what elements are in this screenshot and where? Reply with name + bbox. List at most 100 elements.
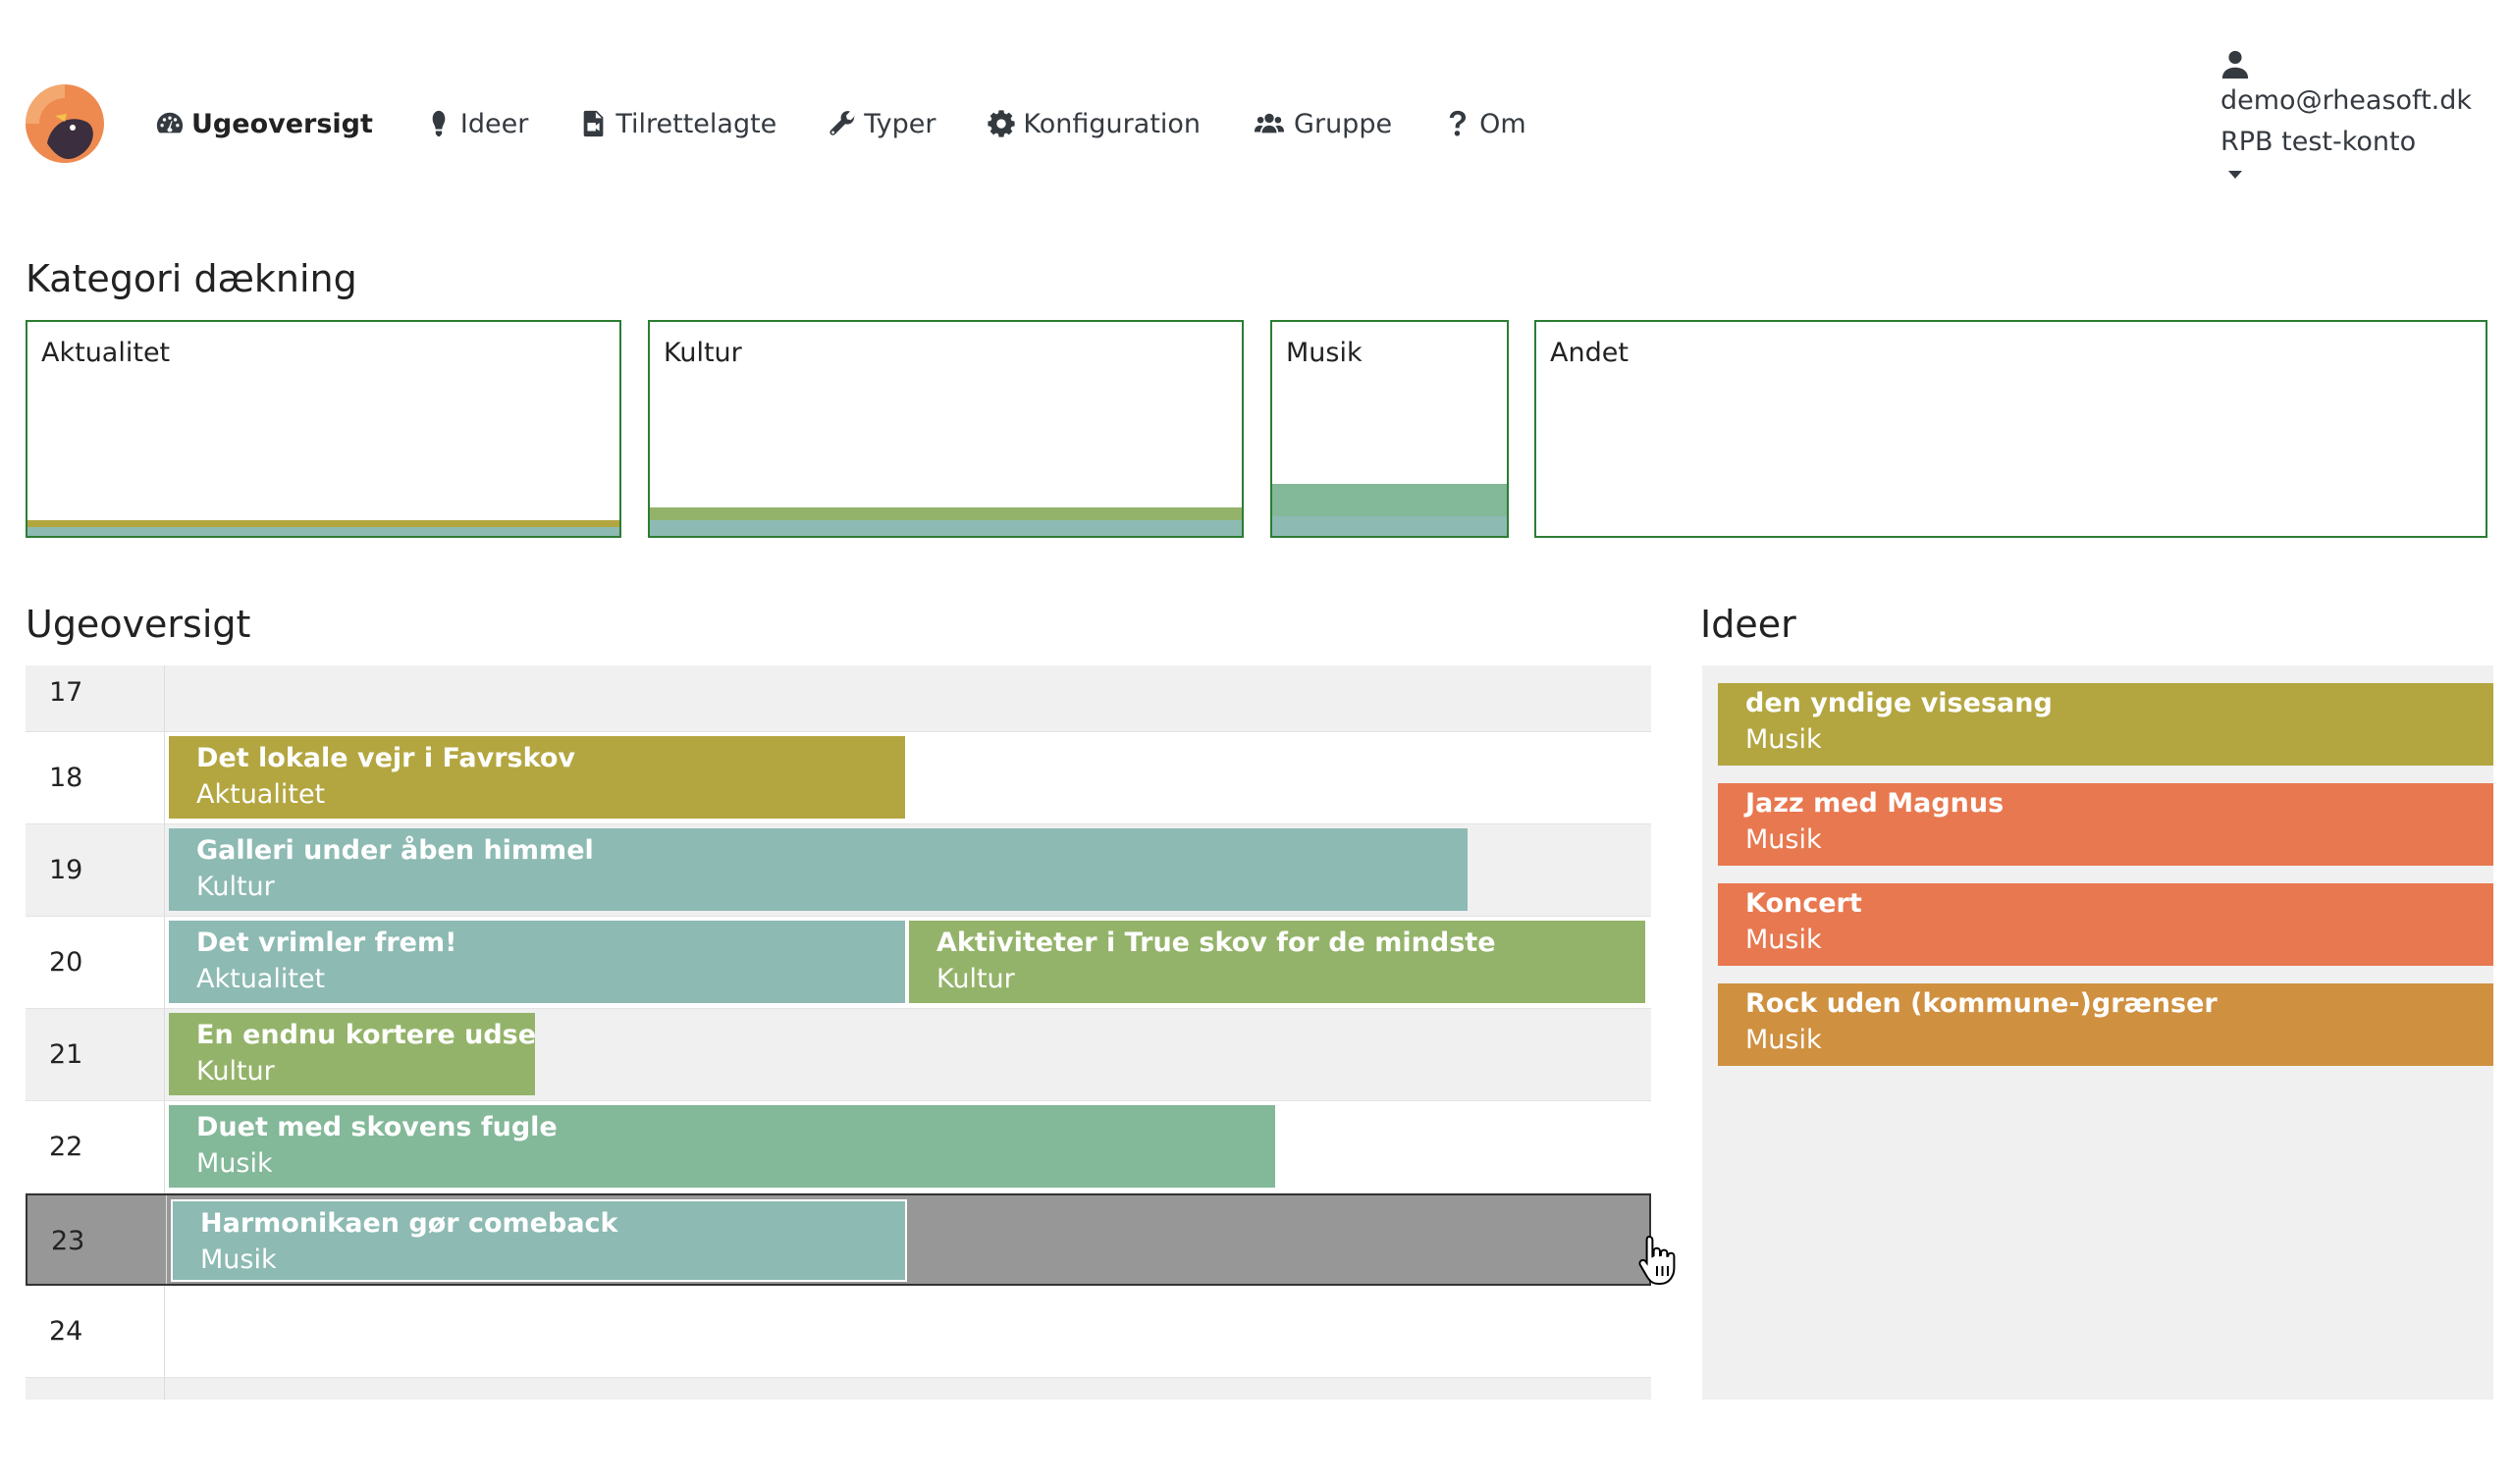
idea-title: Koncert	[1745, 888, 1862, 919]
week-number: 22	[26, 1101, 165, 1192]
coverage-label: Musik	[1286, 338, 1363, 368]
nav-item-tilrettelagte[interactable]: Tilrettelagte	[579, 109, 776, 139]
event-category: Musik	[200, 1245, 277, 1275]
gear-icon	[988, 110, 1016, 137]
nav-label: Ideer	[459, 108, 529, 139]
legend-broadcast-klar: broadcast-klar	[1614, 561, 1798, 591]
event-title: En endnu kortere udse...	[196, 1020, 535, 1050]
week-number: 25	[26, 1378, 165, 1400]
legend-booket: booket	[393, 561, 480, 591]
caret-down-icon[interactable]	[2226, 169, 2244, 181]
nav-label: Typer	[864, 108, 936, 139]
week-number: 20	[26, 917, 165, 1008]
nav-item-konfiguration[interactable]: Konfiguration	[987, 109, 1201, 139]
event-title: Harmonikaen gør comeback	[200, 1208, 618, 1239]
coverage-segment-broadcast-klar	[1272, 484, 1507, 516]
event-title: Galleri under åben himmel	[196, 835, 594, 866]
app-logo[interactable]	[26, 84, 104, 163]
nav-item-ideer[interactable]: Ideer	[424, 109, 528, 139]
event-card[interactable]: En endnu kortere udse... Kultur	[169, 1013, 535, 1095]
event-category: Kultur	[196, 1056, 275, 1086]
user-account: RPB test-konto	[2220, 127, 2417, 157]
user-icon	[2221, 50, 2249, 79]
legend-udsendt: udsendt	[2109, 561, 2213, 591]
question-icon	[1449, 110, 1467, 136]
idea-category: Musik	[1745, 1025, 1822, 1055]
nav-item-typer[interactable]: Typer	[828, 109, 936, 139]
event-title: Det vrimler frem!	[196, 928, 457, 958]
event-title: Aktiviteter i True skov for de mindste	[936, 928, 1496, 958]
event-category: Aktualitet	[196, 964, 326, 994]
user-menu[interactable]: demo@rheasoft.dk RPB test-konto	[2220, 49, 2472, 181]
week-row[interactable]: 17	[26, 665, 1651, 732]
week-title: Ugeoversigt	[26, 603, 251, 646]
event-category: Kultur	[196, 872, 275, 902]
event-card[interactable]: Det vrimler frem! Aktualitet	[169, 921, 905, 1003]
nav-label: Konfiguration	[1023, 108, 1202, 139]
week-number: 18	[26, 732, 165, 823]
dashboard-icon	[156, 112, 184, 133]
event-title: Det lokale vejr i Favrskov	[196, 743, 575, 773]
coverage-label: Aktualitet	[41, 338, 171, 368]
nav-label: Gruppe	[1294, 108, 1393, 139]
coverage-box-kultur: Kultur	[648, 320, 1244, 538]
legend-ide: idé	[38, 561, 78, 591]
idea-title: den yndige visesang	[1745, 688, 2053, 718]
week-number: 24	[26, 1286, 165, 1377]
coverage-segment-udsendt	[27, 527, 619, 536]
nav-label: Om	[1479, 108, 1526, 139]
nav-label: Ugeoversigt	[191, 108, 373, 139]
week-number: 23	[27, 1195, 167, 1284]
idea-category: Musik	[1745, 824, 1822, 855]
event-category: Musik	[196, 1148, 273, 1179]
week-row[interactable]: 21 En endnu kortere udse... Kultur	[26, 1009, 1651, 1101]
coverage-box-andet: Andet	[1534, 320, 2487, 538]
event-category: Aktualitet	[196, 779, 326, 810]
week-number: 21	[26, 1009, 165, 1100]
lightbulb-icon	[432, 110, 446, 137]
week-row[interactable]: 24	[26, 1286, 1651, 1378]
coverage-segment-udsendt	[1272, 516, 1507, 536]
idea-category: Musik	[1745, 724, 1822, 755]
hand-cursor-icon	[1638, 1235, 1676, 1285]
week-row[interactable]: 25	[26, 1378, 1651, 1400]
coverage-label: Kultur	[664, 338, 742, 368]
user-email: demo@rheasoft.dk	[2220, 85, 2473, 116]
event-category: Kultur	[936, 964, 1015, 994]
wrench-icon	[829, 111, 855, 135]
nav-item-ugeoversigt[interactable]: Ugeoversigt	[155, 109, 373, 139]
nav-item-om[interactable]: Om	[1443, 109, 1526, 139]
coverage-segment-udsendt	[650, 520, 1242, 536]
nav-label: Tilrettelagte	[615, 108, 777, 139]
legend-forklippet: forklippet	[1181, 561, 1304, 591]
coverage-segment-filmet	[27, 520, 619, 527]
legend-filmet: filmet	[794, 561, 869, 591]
coverage-box-musik: Musik	[1270, 320, 1509, 538]
week-row[interactable]: 20 Det vrimler frem! Aktualitet Aktiviteter…	[26, 917, 1651, 1009]
nav-item-gruppe[interactable]: Gruppe	[1252, 109, 1392, 139]
week-number: 17	[26, 665, 165, 731]
event-title: Duet med skovens fugle	[196, 1112, 558, 1142]
coverage-box-aktualitet: Aktualitet	[26, 320, 621, 538]
main-nav: Ugeoversigt Ideer Tilrettelagte Typer Ko…	[155, 104, 1577, 143]
users-icon	[1255, 113, 1285, 133]
file-video-icon	[584, 110, 604, 137]
coverage-segment-forklippet	[650, 507, 1242, 520]
idea-title: Rock uden (kommune-)grænser	[1745, 988, 2218, 1019]
coverage-label: Andet	[1550, 338, 1629, 368]
